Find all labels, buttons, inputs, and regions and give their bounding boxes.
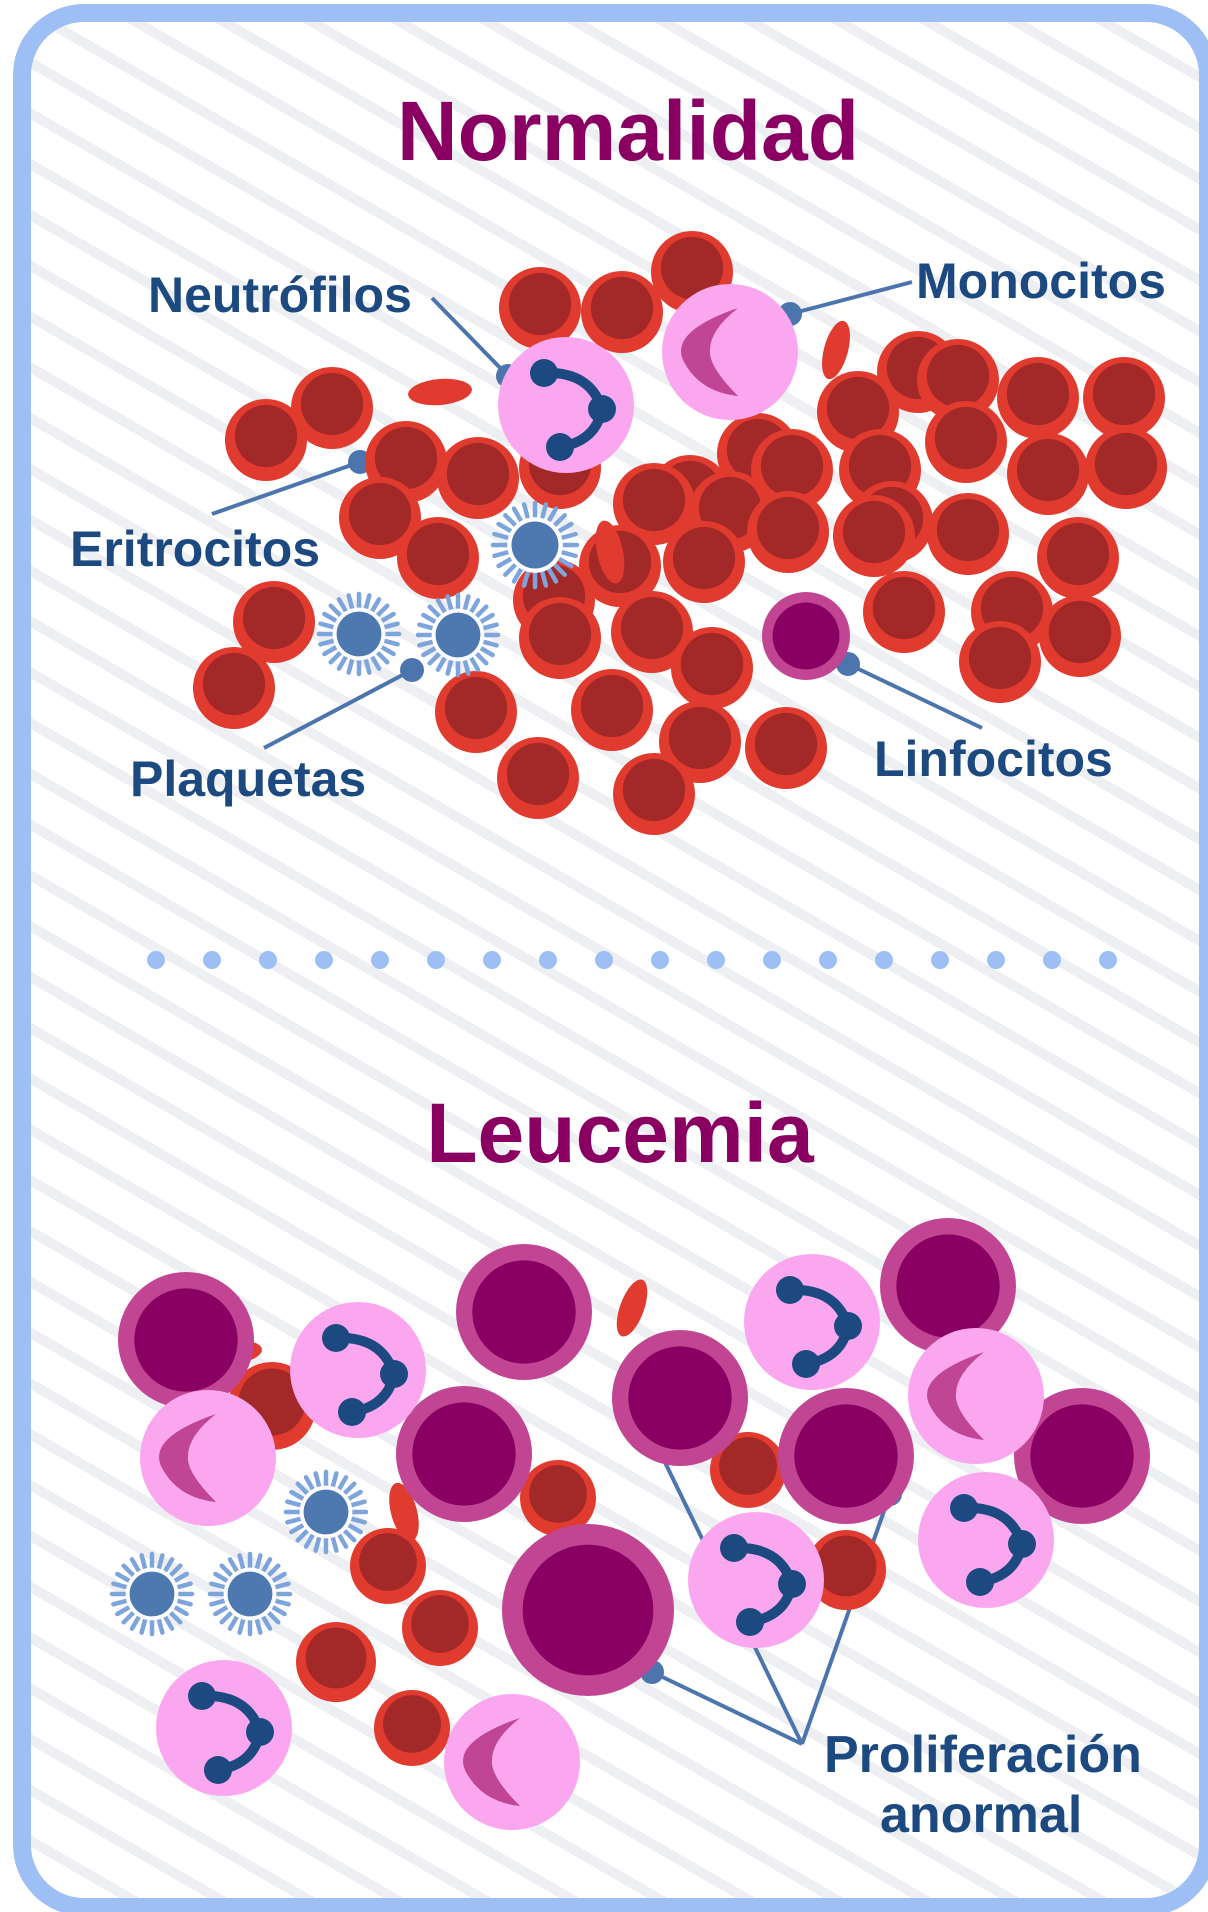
red-blood-cell-icon [747, 491, 829, 573]
red-blood-cell-icon [925, 401, 1007, 483]
red-blood-cell-icon [1039, 595, 1121, 677]
red-blood-cell-icon [435, 671, 517, 753]
neutrophil-icon [290, 1302, 426, 1438]
label-proliferation-line1: Proliferación [824, 1726, 1142, 1784]
red-blood-cell-icon [663, 521, 745, 603]
red-blood-cell-icon [1037, 517, 1119, 599]
red-blood-cell-icon [833, 495, 915, 577]
abnormal-blast-cell-icon [612, 1330, 748, 1466]
monocyte-icon [662, 284, 798, 420]
neutrophil-icon [498, 337, 634, 473]
platelet-icon [319, 594, 399, 674]
platelet-icon [418, 595, 498, 675]
red-blood-cell-icon [497, 737, 579, 819]
red-blood-cell-icon [519, 597, 601, 679]
normal-title: Normalidad [397, 84, 859, 178]
red-blood-cell-icon [997, 357, 1079, 439]
abnormal-blast-cell-icon [396, 1386, 532, 1522]
red-blood-cell-icon [499, 267, 581, 349]
label-neutrophils: Neutrófilos [148, 267, 412, 323]
label-platelets: Plaquetas [130, 751, 366, 807]
red-blood-cell-icon [571, 669, 653, 751]
neutrophil-icon [918, 1472, 1054, 1608]
red-blood-cell-icon [350, 1528, 426, 1604]
neutrophil-icon [156, 1660, 292, 1796]
red-blood-cell-icon [397, 517, 479, 599]
monocyte-icon [444, 1694, 580, 1830]
red-blood-cell-icon [1007, 433, 1089, 515]
abnormal-blast-cell-icon [778, 1388, 914, 1524]
leukemia-title: Leucemia [426, 1086, 815, 1180]
neutrophil-icon [688, 1512, 824, 1648]
abnormal-blast-cell-icon [456, 1244, 592, 1380]
neutrophil-icon [744, 1254, 880, 1390]
label-lymphocytes: Linfocitos [874, 731, 1113, 787]
abnormal-blast-cell-icon [502, 1524, 674, 1696]
lymphocyte-icon [762, 592, 850, 680]
red-blood-cell-icon [671, 627, 753, 709]
red-blood-cell-icon [296, 1622, 376, 1702]
platelet-icon [286, 1472, 366, 1552]
monocyte-icon [908, 1328, 1044, 1464]
label-proliferation-line2: anormal [880, 1786, 1082, 1844]
monocyte-icon [140, 1390, 276, 1526]
label-erythrocytes: Eritrocitos [70, 521, 320, 577]
red-blood-cell-icon [927, 493, 1009, 575]
red-blood-cell-icon [1085, 427, 1167, 509]
red-blood-cell-icon [581, 271, 663, 353]
red-blood-cell-icon [745, 707, 827, 789]
red-blood-cell-icon [225, 399, 307, 481]
red-blood-cell-icon [437, 437, 519, 519]
abnormal-blast-cell-icon [118, 1272, 254, 1408]
red-blood-cell-icon [402, 1590, 478, 1666]
platelet-icon [210, 1554, 290, 1634]
red-blood-cell-icon [193, 647, 275, 729]
red-blood-cell-icon [863, 571, 945, 653]
red-blood-cell-icon [374, 1690, 450, 1766]
red-blood-cell-icon [959, 621, 1041, 703]
platelet-icon [112, 1554, 192, 1634]
platelet-icon [493, 503, 577, 587]
red-blood-cell-icon [1083, 357, 1165, 439]
label-monocytes: Monocitos [916, 253, 1166, 309]
red-blood-cell-icon [613, 753, 695, 835]
